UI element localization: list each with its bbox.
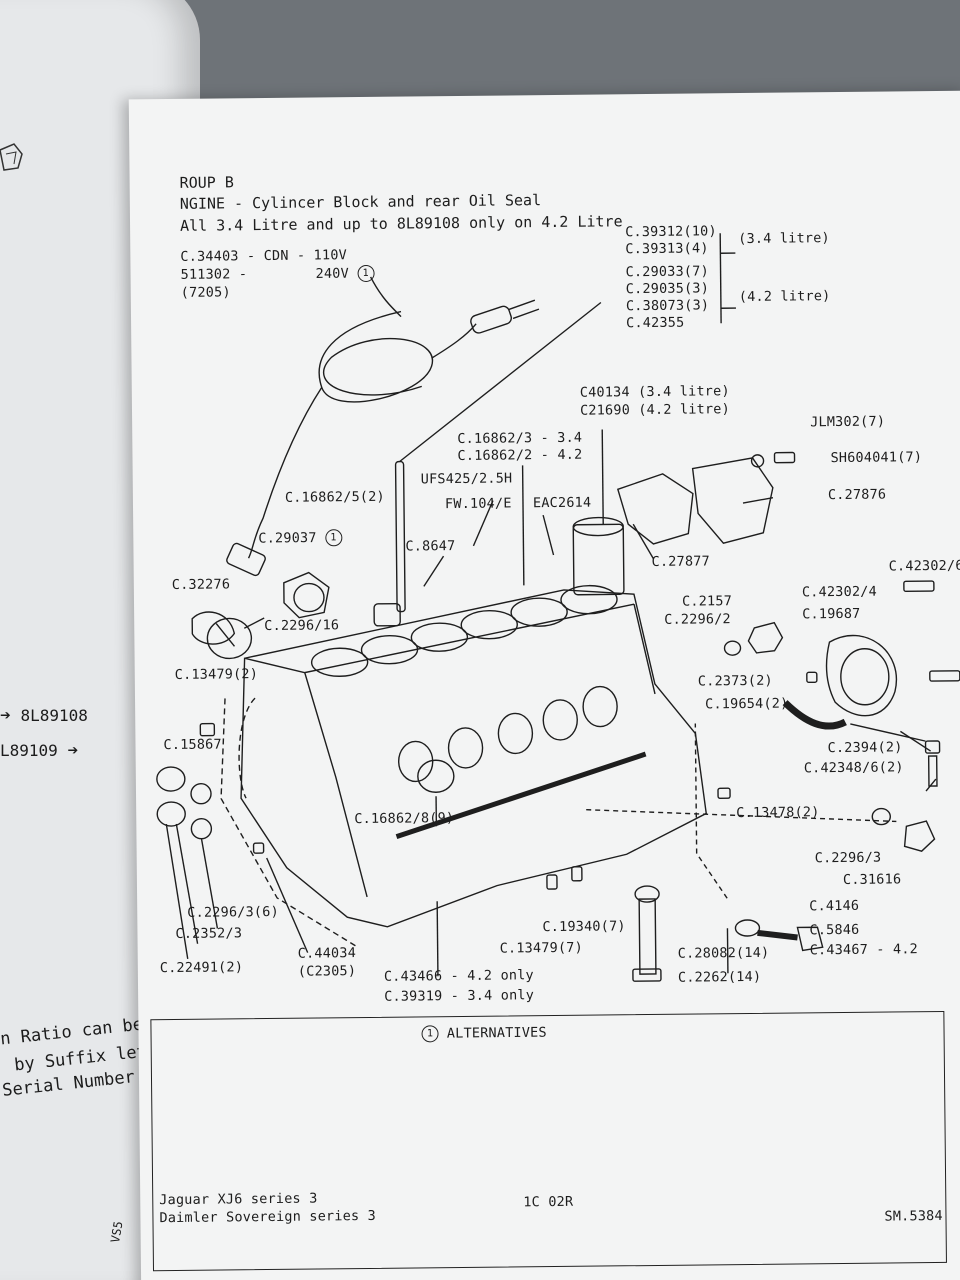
label-c42302-6: C.42302/6	[888, 557, 960, 575]
exploded-engine-diagram	[156, 233, 960, 982]
label-c27876: C.27876	[827, 486, 887, 504]
label-c44034: C.44034	[297, 945, 357, 962]
label-c31616: C.31616	[842, 871, 902, 888]
label-c39319: C.39319 - 3.4 only	[384, 987, 535, 1005]
sheet-number: SM.5384	[884, 1207, 943, 1225]
notes-box: 1 ALTERNATIVES Jaguar XJ6 series 3 Daiml…	[150, 1010, 947, 1272]
label-c29037: C.29037 1	[258, 529, 343, 547]
label-c29033: C.29033(7)	[625, 263, 709, 281]
alternative-marker-icon: 1	[421, 1025, 439, 1043]
label-c42302-4: C.42302/4	[801, 583, 877, 601]
label-c16862-5: C.16862/5(2)	[284, 488, 385, 506]
label-c19687: C.19687	[802, 605, 861, 623]
label-c2373: C.2373(2)	[697, 672, 773, 690]
label-ufs425: UFS425/2.5H	[420, 470, 513, 488]
label-c2296-2: C.2296/2	[664, 611, 731, 628]
label-c2296-3-6: C.2296/3(6)	[187, 903, 279, 921]
label-c2394: C.2394(2)	[827, 739, 903, 757]
label-c13479-2: C.13479(2)	[174, 666, 259, 683]
label-c2296-3-right: C.2296/3	[814, 849, 882, 867]
label-eac2614: EAC2614	[532, 494, 592, 512]
label-4-2-litre: (4.2 litre)	[738, 288, 831, 306]
label-c43466: C.43466 - 4.2 only	[383, 967, 534, 985]
label-c19654: C.19654(2)	[705, 695, 789, 713]
alternatives-legend: 1 ALTERNATIVES	[421, 1024, 547, 1043]
label-c21690: C21690 (4.2 litre)	[579, 401, 731, 419]
page-code: 1C 02R	[523, 1193, 574, 1211]
label-jlm302: JLM302(7)	[810, 413, 886, 431]
label-c40134: C40134 (3.4 litre)	[579, 383, 730, 401]
alternative-marker-icon: 1	[324, 529, 343, 547]
label-c8647: C.8647	[405, 538, 456, 555]
part-sketch-icon	[0, 143, 23, 171]
arrow-right-note: ➔ 8L89108	[0, 705, 88, 726]
alternative-marker-icon: 1	[357, 264, 375, 283]
label-c16862-8: C.16862/8(9)	[354, 810, 455, 828]
label-block-heater-3: (7205)	[180, 284, 231, 301]
label-c22491: C.22491(2)	[159, 959, 244, 977]
label-c13479-7: C.13479(7)	[499, 939, 584, 957]
label-c28082: C.28082(14)	[677, 944, 770, 962]
label-c15867: C.15867	[163, 736, 222, 754]
label-3-4-litre: (3.4 litre)	[738, 230, 830, 248]
arrow-left-note: L89109 ➔	[0, 740, 79, 761]
label-c16862-2: C.16862/2 - 4.2	[457, 446, 583, 465]
label-c43467: C.43467 - 4.2	[809, 941, 919, 959]
model-jaguar: Jaguar XJ6 series 3	[159, 1190, 318, 1209]
label-c19340: C.19340(7)	[542, 918, 626, 936]
label-c2157: C.2157	[681, 593, 733, 610]
left-footer: VS5	[108, 1220, 126, 1244]
label-c5846: C.5846	[809, 921, 860, 939]
label-c38073: C.38073(3)	[625, 297, 710, 315]
label-c39312: C.39312(10)	[625, 223, 717, 241]
label-c13478: C.13478(2)	[736, 804, 820, 822]
label-c27877: C.27877	[651, 553, 710, 570]
label-c16862-3: C.16862/3 - 3.4	[457, 429, 583, 448]
label-fw104: FW.104/E	[444, 495, 512, 513]
label-c2296-16: C.2296/16	[264, 617, 340, 635]
label-c4146: C.4146	[809, 897, 860, 915]
label-c2262: C.2262(14)	[677, 968, 762, 986]
label-sh604041: SH604041(7)	[830, 449, 923, 467]
label-c42348: C.42348/6(2)	[803, 759, 904, 777]
label-block-heater: C.34403 - CDN - 110V	[180, 247, 348, 265]
model-daimler: Daimler Sovereign series 3	[159, 1207, 377, 1227]
label-block-heater-2: 511302 -	[180, 266, 248, 283]
label-c2352: C.2352/3	[175, 925, 243, 942]
label-c39313: C.39313(4)	[625, 240, 709, 258]
label-c2305: (C2305)	[297, 963, 357, 980]
label-c32276: C.32276	[171, 576, 231, 594]
label-c42355: C.42355	[626, 314, 685, 332]
label-c29035: C.29035(3)	[625, 280, 710, 298]
label-240v: 240V 1	[315, 264, 375, 283]
parts-catalogue-page: ROUP B NGINE - Cylincer Block and rear O…	[128, 90, 960, 1280]
